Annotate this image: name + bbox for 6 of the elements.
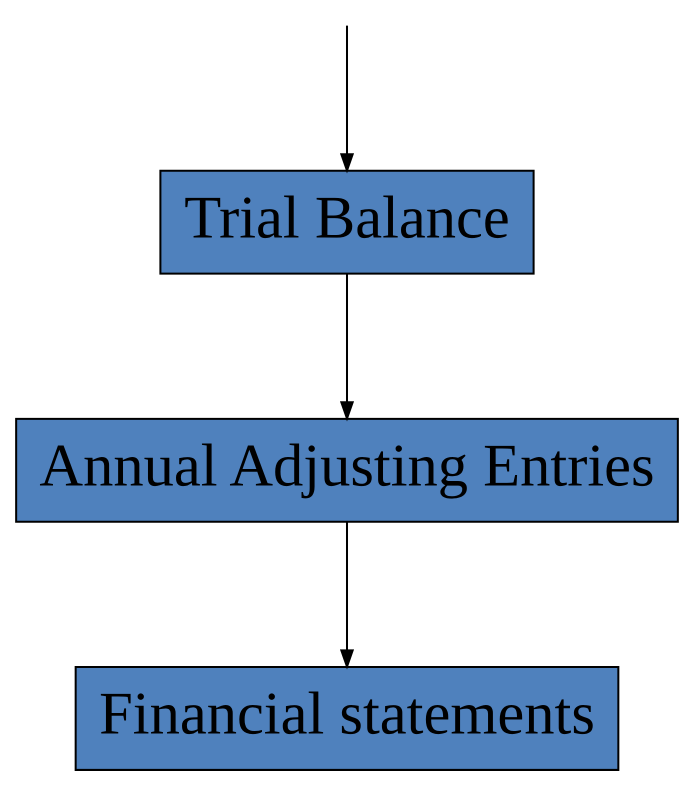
arrow bbox=[340, 25, 354, 173]
node-box: Trial Balance bbox=[159, 169, 535, 274]
arrow bbox=[340, 274, 354, 421]
node-box: Financial statements bbox=[74, 666, 620, 770]
node-box: Annual Adjusting Entries bbox=[15, 417, 679, 522]
arrow bbox=[340, 522, 354, 670]
